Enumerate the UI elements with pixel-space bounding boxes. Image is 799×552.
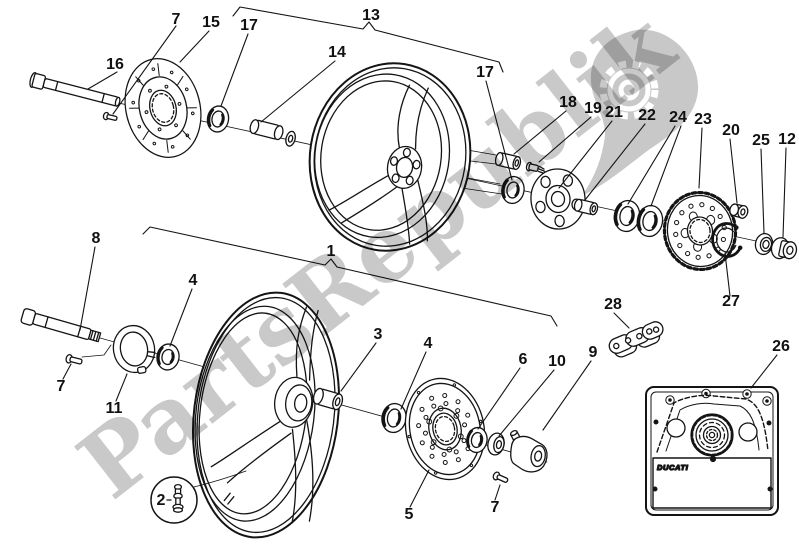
valve-2-detail — [150, 470, 247, 524]
part-label-8: 8 — [92, 230, 101, 247]
part-label-23: 23 — [694, 111, 712, 128]
screw-7-top — [102, 111, 118, 121]
spacer-22 — [573, 198, 599, 216]
axle-16 — [29, 72, 121, 107]
part-label-2: 2 — [157, 492, 166, 509]
part-label-14: 14 — [328, 44, 346, 61]
part-label-4b: 4 — [424, 335, 433, 352]
bearing-4-right — [381, 402, 407, 434]
part-label-16: 16 — [106, 56, 124, 73]
part-label-11: 11 — [106, 400, 123, 417]
leader-lines — [62, 6, 787, 508]
part-label-7: 7 — [172, 11, 181, 28]
spacer-3 — [312, 387, 344, 411]
screw-7-mid — [65, 354, 83, 365]
gear-watermark-icon — [599, 60, 659, 120]
part-label-4a: 4 — [189, 272, 198, 289]
axle-8 — [20, 308, 102, 343]
part-label-25: 25 — [752, 132, 770, 149]
part-label-7b: 7 — [57, 378, 66, 395]
chain-cover-26: DUCATI — [645, 386, 779, 516]
part-label-27: 27 — [722, 293, 740, 310]
part-label-19: 19 — [584, 100, 602, 117]
wheel-1 — [191, 291, 341, 539]
spacer-18 — [494, 151, 522, 171]
part-label-21: 21 — [605, 104, 623, 121]
ring-11 — [112, 324, 156, 374]
screw-7-bottom — [492, 471, 509, 483]
part-label-20: 20 — [722, 122, 740, 139]
part-label-22: 22 — [638, 107, 656, 124]
circlip-27 — [711, 222, 743, 258]
part-label-17b: 17 — [476, 64, 494, 81]
part-label-7c: 7 — [491, 499, 500, 516]
part-label-5: 5 — [405, 506, 414, 523]
part-label-12: 12 — [778, 131, 796, 148]
nut-20 — [729, 203, 749, 219]
brake-disc-15 — [124, 58, 202, 158]
inset-brand-text: DUCATI — [657, 463, 689, 472]
sprocket-23 — [662, 190, 738, 272]
part-label-6: 6 — [519, 351, 528, 368]
bearing-24-a — [613, 199, 641, 233]
cush-drive-hub — [530, 168, 586, 230]
bearing-4-left — [156, 343, 180, 371]
bracket-1 — [142, 226, 558, 327]
part-label-3: 3 — [374, 326, 383, 343]
bearing-17-left — [206, 105, 230, 133]
part-number-callouts: 7 15 17 13 14 16 17 18 19 21 22 24 23 20… — [57, 7, 796, 523]
bearing-21 — [501, 175, 525, 205]
speedo-drive-9 — [509, 429, 548, 473]
washer-10 — [487, 432, 505, 456]
chain-joint-28 — [608, 321, 664, 358]
part-label-26: 26 — [772, 338, 790, 355]
part-label-9: 9 — [589, 344, 598, 361]
part-label-28: 28 — [604, 296, 622, 313]
nut-12 — [770, 237, 798, 260]
swoosh-watermark — [582, 29, 699, 197]
washer-25 — [754, 232, 774, 256]
screw-7-mid-reference-line — [81, 344, 112, 358]
part-label-13: 13 — [362, 7, 380, 24]
spacer-14 — [249, 119, 296, 147]
part-label-10: 10 — [548, 353, 566, 370]
part-label-17: 17 — [240, 17, 258, 34]
part-label-18: 18 — [559, 94, 577, 111]
bracket-13 — [232, 6, 504, 73]
part-label-1: 1 — [327, 243, 336, 260]
part-label-24: 24 — [669, 109, 687, 126]
wheel-13 — [308, 62, 472, 252]
part-label-15: 15 — [202, 14, 220, 31]
brake-disc-5 — [404, 377, 486, 481]
bearing-24-b — [636, 204, 664, 238]
screw-19 — [525, 161, 546, 174]
